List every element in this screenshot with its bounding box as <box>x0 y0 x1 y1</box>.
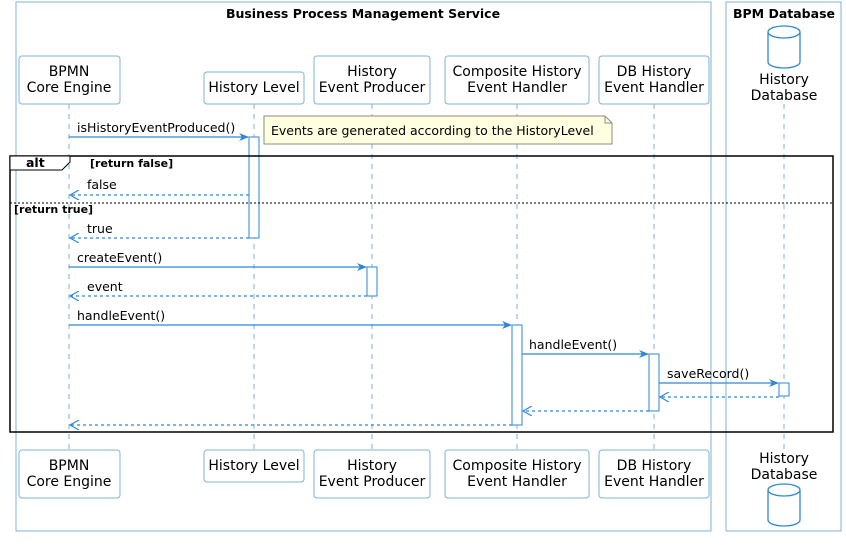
participant-core-engine-top[interactable]: BPMN Core Engine <box>18 55 121 105</box>
note-text: Events are generated according to the Hi… <box>271 123 594 138</box>
label-handle-event-2: handleEvent() <box>529 337 617 352</box>
svg-text:Database: Database <box>751 467 818 483</box>
activation-history-level <box>248 136 260 239</box>
svg-text:History: History <box>759 451 809 467</box>
box-bpm-service: Business Process Management Service <box>15 1 712 532</box>
svg-text:Database: Database <box>751 88 818 104</box>
label-create-event: createEvent() <box>77 250 162 265</box>
label-return-false: false <box>87 177 117 192</box>
participant-composite-handler-top[interactable]: Composite History Event Handler <box>444 55 590 105</box>
svg-text:Composite History: Composite History <box>453 458 582 474</box>
database-icon <box>767 25 801 69</box>
alt-keyword: alt <box>26 155 45 170</box>
label-return-true: true <box>87 221 113 236</box>
participant-db-handler-bottom[interactable]: DB History Event Handler <box>598 449 710 499</box>
box-bpm-service-title: Business Process Management Service <box>226 6 500 21</box>
alt-guard-true: [return true] <box>14 203 93 216</box>
svg-text:Core Engine: Core Engine <box>27 474 112 490</box>
svg-text:History: History <box>347 64 397 80</box>
svg-text:Event Producer: Event Producer <box>319 80 426 96</box>
svg-text:DB History: DB History <box>617 64 692 80</box>
svg-text:Event Handler: Event Handler <box>467 80 567 96</box>
svg-text:History: History <box>347 458 397 474</box>
label-save-record: saveRecord() <box>667 366 749 381</box>
box-bpm-database: BPM Database <box>725 1 842 532</box>
participant-db-handler-top[interactable]: DB History Event Handler <box>598 55 710 105</box>
participant-history-level-bottom[interactable]: History Level <box>203 449 305 483</box>
participant-core-engine-bottom[interactable]: BPMN Core Engine <box>18 449 121 499</box>
svg-text:History Level: History Level <box>208 458 299 474</box>
participant-history-database-top[interactable]: History Database <box>751 25 818 104</box>
svg-text:BPMN: BPMN <box>49 458 90 474</box>
svg-text:Composite History: Composite History <box>453 64 582 80</box>
message-labels: isHistoryEventProduced() false true crea… <box>77 120 749 381</box>
box-bpm-database-title: BPM Database <box>733 6 835 21</box>
svg-text:Core Engine: Core Engine <box>27 80 112 96</box>
alt-guard-false: [return false] <box>90 157 173 170</box>
svg-text:DB History: DB History <box>617 458 692 474</box>
participant-composite-handler-bottom[interactable]: Composite History Event Handler <box>444 449 590 499</box>
activation-history-database <box>778 382 790 397</box>
participant-history-database-bottom[interactable]: History Database <box>751 451 818 527</box>
svg-text:Event Handler: Event Handler <box>467 474 567 490</box>
svg-text:Event Handler: Event Handler <box>604 80 704 96</box>
note: Events are generated according to the Hi… <box>263 115 613 145</box>
svg-text:Event Handler: Event Handler <box>604 474 704 490</box>
activations <box>248 136 790 426</box>
svg-text:Event Producer: Event Producer <box>319 474 426 490</box>
svg-text:History: History <box>759 72 809 88</box>
participant-event-producer-bottom[interactable]: History Event Producer <box>313 449 431 499</box>
alt-fragment: alt [return false] [return true] <box>9 155 834 433</box>
svg-text:History Level: History Level <box>208 80 299 96</box>
messages <box>69 133 779 425</box>
activation-composite-handler <box>511 324 523 426</box>
svg-text:BPMN: BPMN <box>49 64 90 80</box>
database-icon <box>767 483 801 527</box>
participant-history-level-top[interactable]: History Level <box>203 71 305 105</box>
label-return-event: event <box>87 279 123 294</box>
label-handle-event-1: handleEvent() <box>77 308 165 323</box>
participant-event-producer-top[interactable]: History Event Producer <box>313 55 431 105</box>
activation-db-handler <box>648 353 660 412</box>
label-is-history-event-produced: isHistoryEventProduced() <box>77 120 235 135</box>
activation-event-producer <box>366 266 378 297</box>
